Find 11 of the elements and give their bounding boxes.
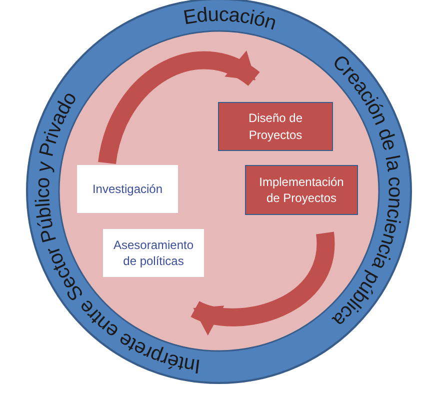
box-label: Asesoramiento de políticas [112, 236, 195, 270]
ring-label: Educación [182, 4, 279, 35]
process-box [218, 102, 333, 151]
box-label: Investigación [91, 180, 164, 198]
text-box [103, 229, 204, 277]
curved-arrow [192, 232, 334, 334]
process-box [245, 165, 358, 215]
box-label: Implementación de Proyectos [258, 174, 345, 206]
curved-arrow [98, 51, 260, 165]
text-box [77, 165, 178, 213]
box-label: Diseño de Proyectos [247, 110, 304, 143]
